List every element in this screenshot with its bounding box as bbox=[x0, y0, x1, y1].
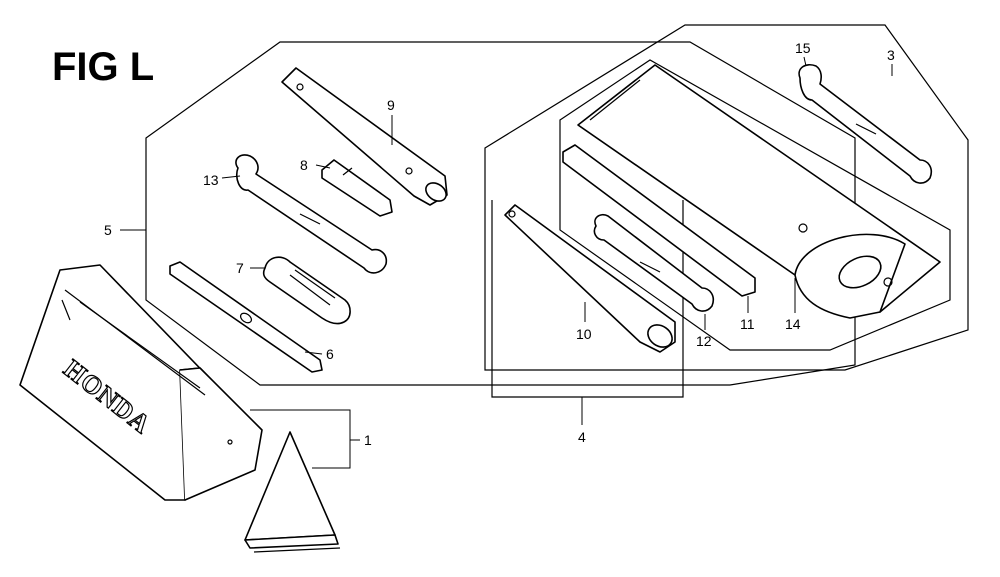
group-frame-3 bbox=[484, 24, 969, 371]
callout-10: 10 bbox=[576, 326, 592, 342]
group-frame-15 bbox=[559, 59, 951, 351]
callout-4: 4 bbox=[578, 429, 586, 445]
callout-7: 7 bbox=[236, 260, 244, 276]
leader-14 bbox=[803, 56, 807, 67]
box-wrench-10 bbox=[504, 204, 676, 353]
leader-13 bbox=[221, 175, 241, 179]
callout-1: 1 bbox=[364, 432, 372, 448]
rod-11 bbox=[562, 144, 756, 297]
triangle-cover-1 bbox=[244, 431, 341, 553]
callout-5: 5 bbox=[104, 222, 112, 238]
open-wrench-14 bbox=[798, 63, 933, 184]
callout-6: 6 bbox=[326, 346, 334, 362]
callout-9: 9 bbox=[387, 97, 395, 113]
open-wrench-12 bbox=[593, 213, 715, 312]
open-wrench-13 bbox=[235, 154, 388, 274]
leader-6 bbox=[304, 351, 323, 355]
screwdriver-7 bbox=[262, 256, 351, 325]
callout-11: 11 bbox=[740, 316, 755, 332]
callout-3: 3 bbox=[887, 47, 895, 63]
screwdriver-bit-6 bbox=[169, 261, 323, 373]
leader-8 bbox=[315, 164, 331, 169]
callout-13: 13 bbox=[203, 172, 219, 188]
callout-12: 12 bbox=[696, 333, 712, 349]
leader-1 bbox=[250, 409, 360, 469]
group-frame-5 bbox=[145, 41, 856, 386]
box-wrench-9 bbox=[281, 67, 448, 206]
tool-bag: HONDA bbox=[19, 264, 263, 501]
callout-15: 14 bbox=[785, 316, 801, 332]
callout-14: 15 bbox=[795, 40, 811, 56]
tool-case-15 bbox=[577, 64, 941, 319]
group-frame-4 bbox=[491, 200, 684, 398]
extension-bar-8 bbox=[321, 159, 393, 217]
figure-title: FIG L bbox=[52, 45, 154, 89]
callout-8: 8 bbox=[300, 157, 308, 173]
